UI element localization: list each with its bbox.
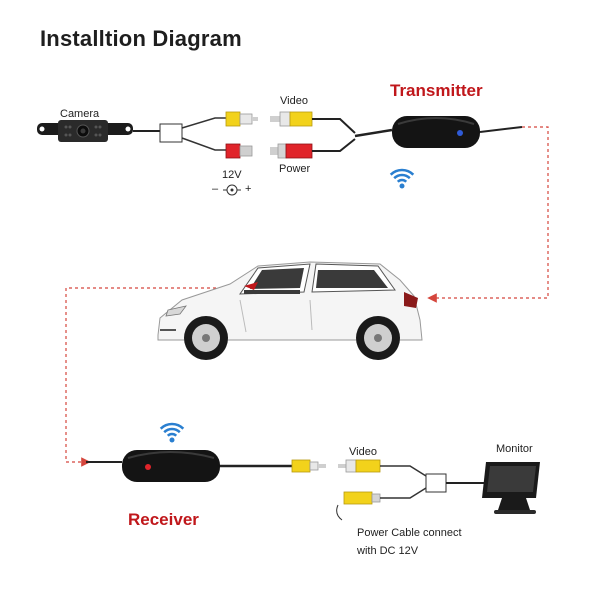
dashed-signal-path-receiver — [65, 287, 240, 467]
transmitter-cable — [354, 128, 393, 138]
wifi-signal-icon — [159, 422, 185, 443]
power-cable-note-line1: Power Cable connect — [357, 527, 462, 539]
rca-video-plug-camera — [225, 111, 258, 127]
dc-polarity-icon — [223, 184, 241, 196]
car-front-wheel — [184, 316, 228, 360]
camera-label: Camera — [60, 108, 100, 120]
video-label-bottom: Video — [349, 446, 377, 458]
car-rear-wheel — [356, 316, 400, 360]
minus-symbol: – — [212, 183, 219, 195]
dc-power-plug-transmitter — [270, 138, 356, 159]
dashed-signal-path-transmitter — [427, 126, 549, 303]
power-cable-note: Power Cable connect with DC 12V — [357, 524, 462, 560]
plus-symbol: + — [245, 183, 252, 195]
transmitter-box — [392, 116, 523, 148]
rca-video-plug-transmitter — [270, 111, 356, 134]
camera-cable-splitter — [159, 117, 226, 151]
video-label-top: Video — [280, 95, 308, 107]
car-icon — [157, 261, 423, 360]
monitor-icon — [482, 462, 540, 514]
receiver-label: Receiver — [128, 510, 199, 529]
rca-video-plug-monitor — [338, 459, 427, 477]
rca-video-plug-receiver — [291, 459, 326, 473]
monitor-label: Monitor — [496, 443, 533, 455]
monitor-cable-splitter — [425, 473, 486, 493]
power-cable-note-line2: with DC 12V — [357, 545, 419, 557]
wifi-signal-icon — [389, 168, 415, 189]
diagram-title: Installtion Diagram — [40, 26, 242, 51]
dc-power-plug-camera — [225, 143, 253, 159]
voltage-label: 12V — [222, 169, 242, 181]
power-label-top: Power — [279, 163, 311, 175]
transmitter-label: Transmitter — [390, 81, 483, 100]
dc-power-plug-monitor — [336, 487, 427, 521]
receiver-box — [86, 450, 292, 482]
license-plate-camera-icon — [37, 120, 160, 142]
